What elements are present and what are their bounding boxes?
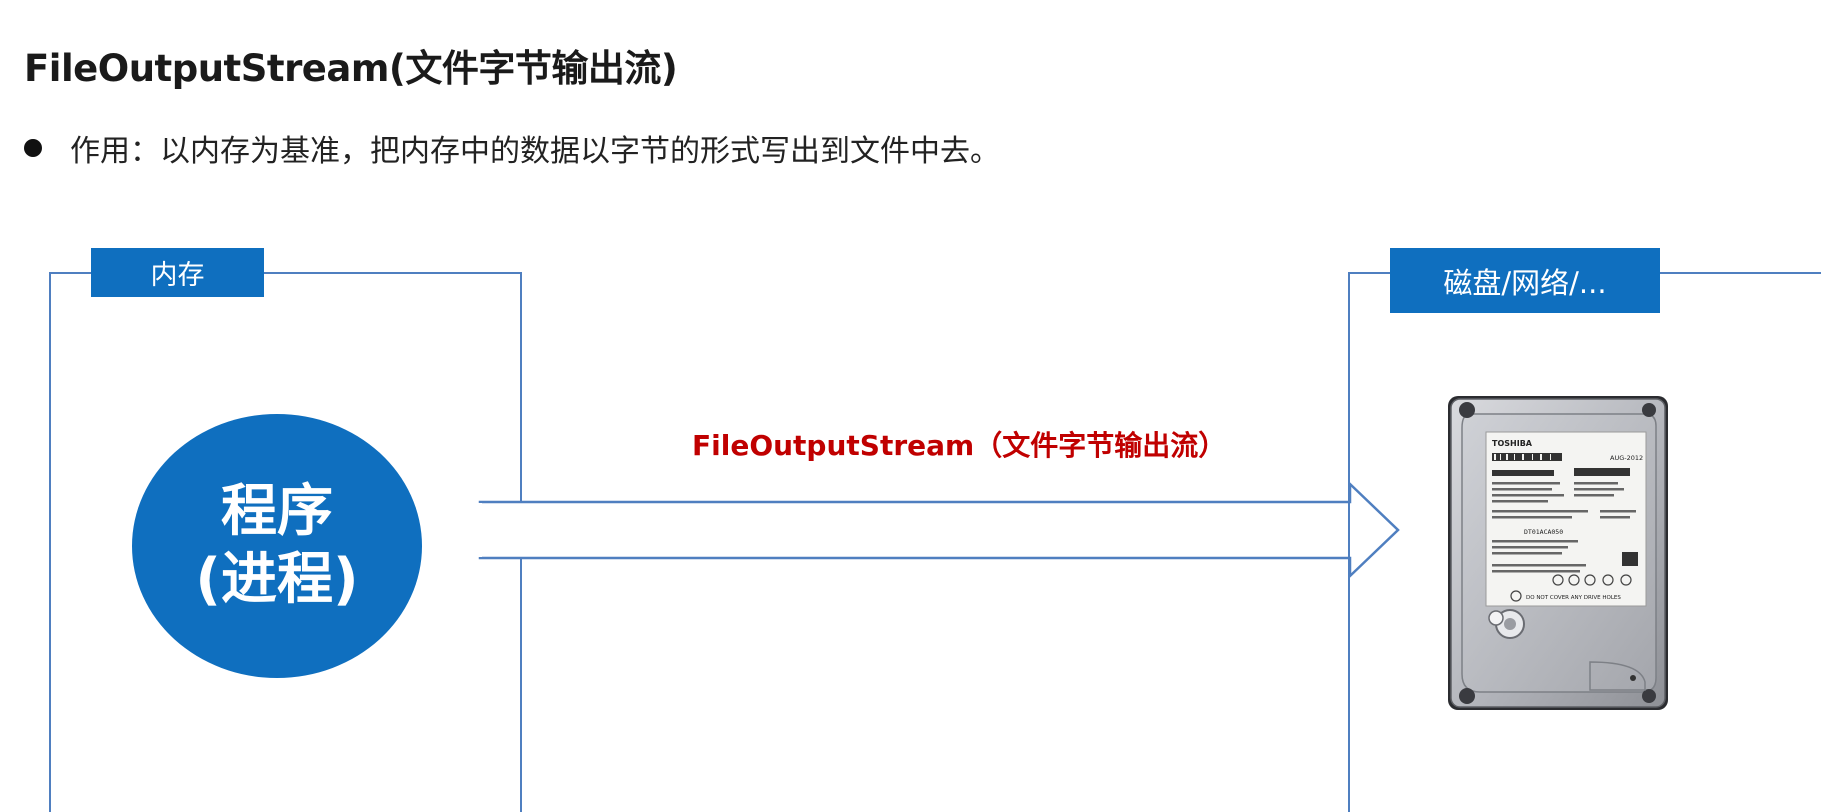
process-circle: 程序 (进程) [132, 414, 422, 678]
slide-title: FileOutputStream(文件字节输出流) [24, 47, 678, 90]
stream-arrow-shape [478, 481, 1400, 579]
bullet-point: 作用：以内存为基准，把内存中的数据以字节的形式写出到文件中去。 [24, 126, 1000, 170]
hdd-date-text: AUG-2012 [1610, 454, 1643, 462]
disk-label: 磁盘/网络/... [1390, 248, 1660, 313]
bullet-text: 作用：以内存为基准，把内存中的数据以字节的形式写出到文件中去。 [70, 134, 1000, 169]
hdd-warning-text: DO NOT COVER ANY DRIVE HOLES [1526, 595, 1621, 601]
stream-label: FileOutputStream（文件字节输出流） [692, 429, 1227, 462]
bullet-dot-icon [24, 139, 42, 157]
hdd-model-text: DT01ACA050 [1524, 528, 1563, 536]
memory-label: 内存 [91, 248, 264, 297]
hard-disk-icon: TOSHIBA AUG-2012 DT01ACA050 [1448, 396, 1668, 710]
process-label-line2: (进程) [195, 547, 359, 612]
process-label-line1: 程序 [221, 479, 333, 544]
hdd-brand-text: TOSHIBA [1492, 439, 1533, 448]
stream-arrow [470, 481, 1400, 579]
